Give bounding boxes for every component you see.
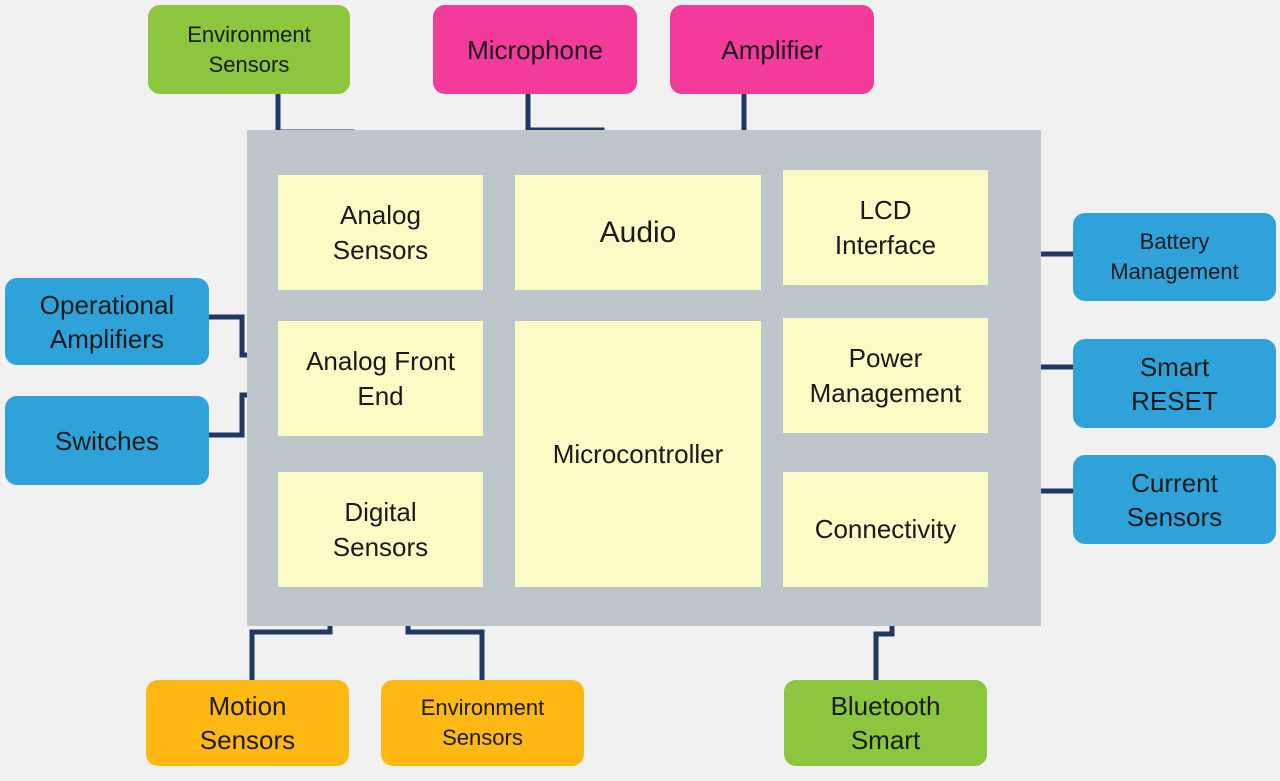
box-motion-sensors: Motion Sensors: [146, 680, 349, 766]
box-bluetooth-smart: Bluetooth Smart: [784, 680, 987, 766]
block-analog-sensors: Analog Sensors: [278, 175, 483, 290]
block-digital-sensors: Digital Sensors: [278, 472, 483, 587]
box-amplifier: Amplifier: [670, 5, 874, 94]
box-switches: Switches: [5, 396, 209, 485]
box-battery-management: Battery Management: [1073, 213, 1276, 301]
block-microcontroller: Microcontroller: [515, 321, 761, 587]
box-operational-amplifiers: Operational Amplifiers: [5, 278, 209, 365]
box-environment-sensors-top: Environment Sensors: [148, 5, 350, 94]
box-current-sensors: Current Sensors: [1073, 455, 1276, 544]
block-connectivity: Connectivity: [783, 472, 988, 587]
box-smart-reset: Smart RESET: [1073, 339, 1276, 428]
block-power-management: Power Management: [783, 318, 988, 433]
box-microphone: Microphone: [433, 5, 637, 94]
box-environment-sensors-bottom: Environment Sensors: [381, 680, 584, 766]
block-audio: Audio: [515, 175, 761, 290]
block-analog-front-end: Analog Front End: [278, 321, 483, 436]
block-lcd-interface: LCD Interface: [783, 170, 988, 285]
